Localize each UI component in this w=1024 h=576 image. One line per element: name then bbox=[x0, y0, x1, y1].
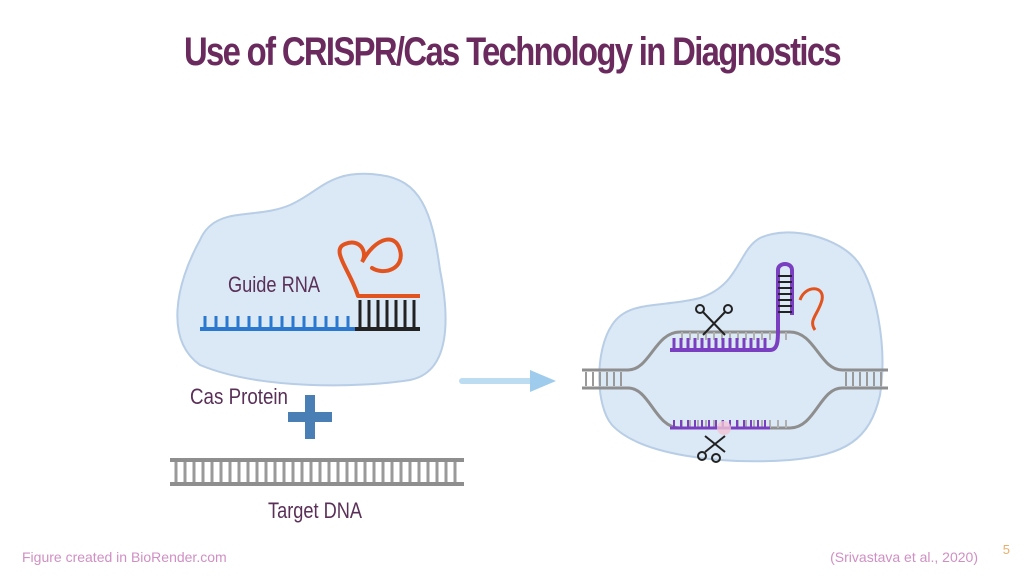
page-number: 5 bbox=[1002, 542, 1010, 557]
scissors-icon bbox=[695, 304, 733, 336]
target-dna-ladder bbox=[170, 458, 464, 486]
guide-rna-rungs bbox=[203, 316, 350, 329]
plus-icon bbox=[288, 395, 332, 439]
cas-protein-label: Cas Protein bbox=[190, 384, 288, 409]
guide-rna-black-rungs bbox=[358, 300, 416, 329]
guide-rna-strand bbox=[200, 237, 420, 331]
guide-rna-label: Guide RNA bbox=[228, 272, 320, 297]
scissors-icon-lower bbox=[697, 435, 726, 463]
figure-credit: Figure created in BioRender.com bbox=[22, 549, 227, 565]
slide-title: Use of CRISPR/Cas Technology in Diagnost… bbox=[183, 30, 842, 74]
citation: (Srivastava et al., 2020) bbox=[830, 549, 978, 565]
cas-protein-blob bbox=[176, 172, 447, 387]
arrow-right-icon bbox=[459, 370, 556, 392]
target-dna-label: Target DNA bbox=[268, 498, 362, 523]
bound-guide-rna bbox=[670, 262, 824, 435]
